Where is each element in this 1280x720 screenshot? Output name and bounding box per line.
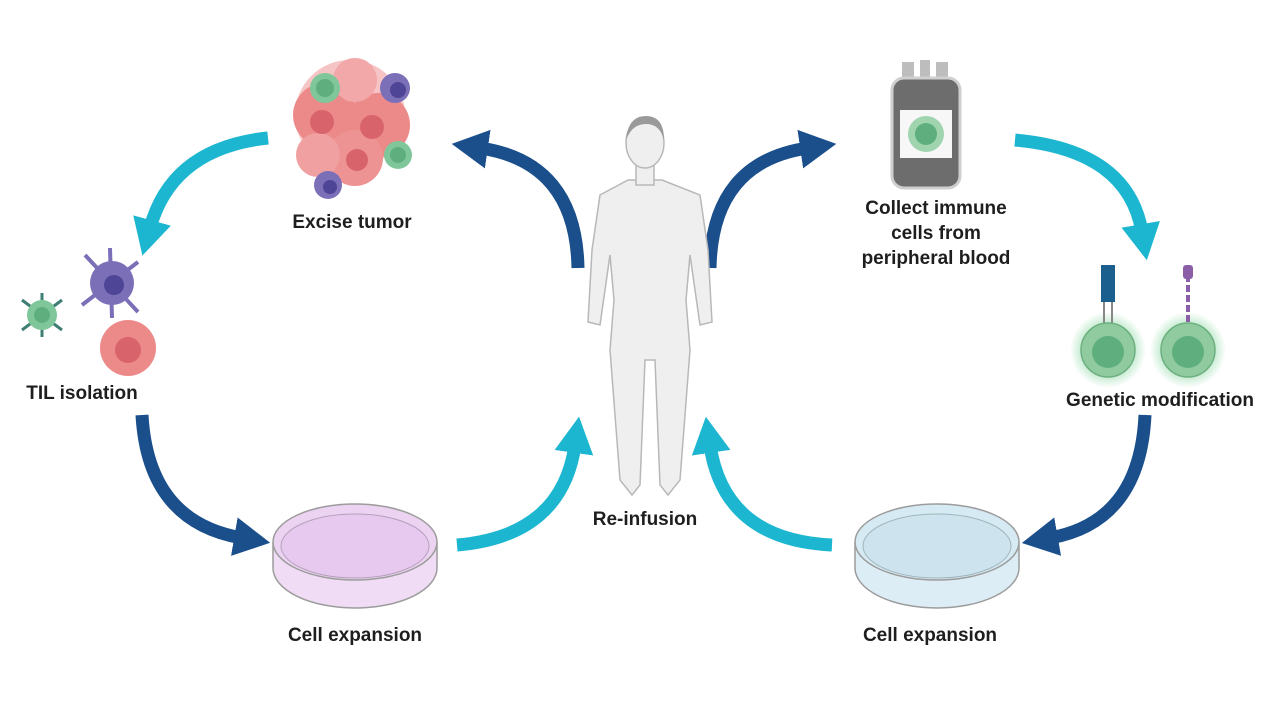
arrow-expansion-to-reinfusion-left <box>456 416 594 552</box>
label-cell-expansion-right: Cell expansion <box>862 625 998 646</box>
arrow-til-to-expansion <box>135 414 271 556</box>
label-genetic-modification: Genetic modification <box>1066 390 1254 411</box>
label-til-isolation: TIL isolation <box>26 383 138 404</box>
label-collect-line3: peripheral blood <box>861 248 1011 269</box>
blood-bag-icon <box>890 60 962 190</box>
til-cells-icon <box>21 247 156 376</box>
arrow-blood-to-modification <box>1014 133 1160 261</box>
petri-dish-right-icon <box>854 503 1020 609</box>
label-excise-tumor: Excise tumor <box>292 212 412 233</box>
arrow-patient-to-blood <box>703 129 837 269</box>
label-collect-line2: cells from <box>891 223 981 244</box>
label-re-infusion: Re-infusion <box>592 509 698 530</box>
patient-body-icon <box>587 116 713 497</box>
arrow-tumor-to-til <box>133 131 269 256</box>
modified-t-cells-icon <box>1070 265 1226 388</box>
arrow-modification-to-expansion <box>1021 414 1152 556</box>
label-collect-line1: Collect immune <box>865 198 1007 219</box>
petri-dish-left-icon <box>272 503 438 609</box>
label-cell-expansion-left: Cell expansion <box>287 625 423 646</box>
arrow-expansion-to-reinfusion-right <box>691 416 833 552</box>
arrow-patient-to-tumor <box>451 129 585 269</box>
tumor-cluster-icon <box>293 58 412 199</box>
